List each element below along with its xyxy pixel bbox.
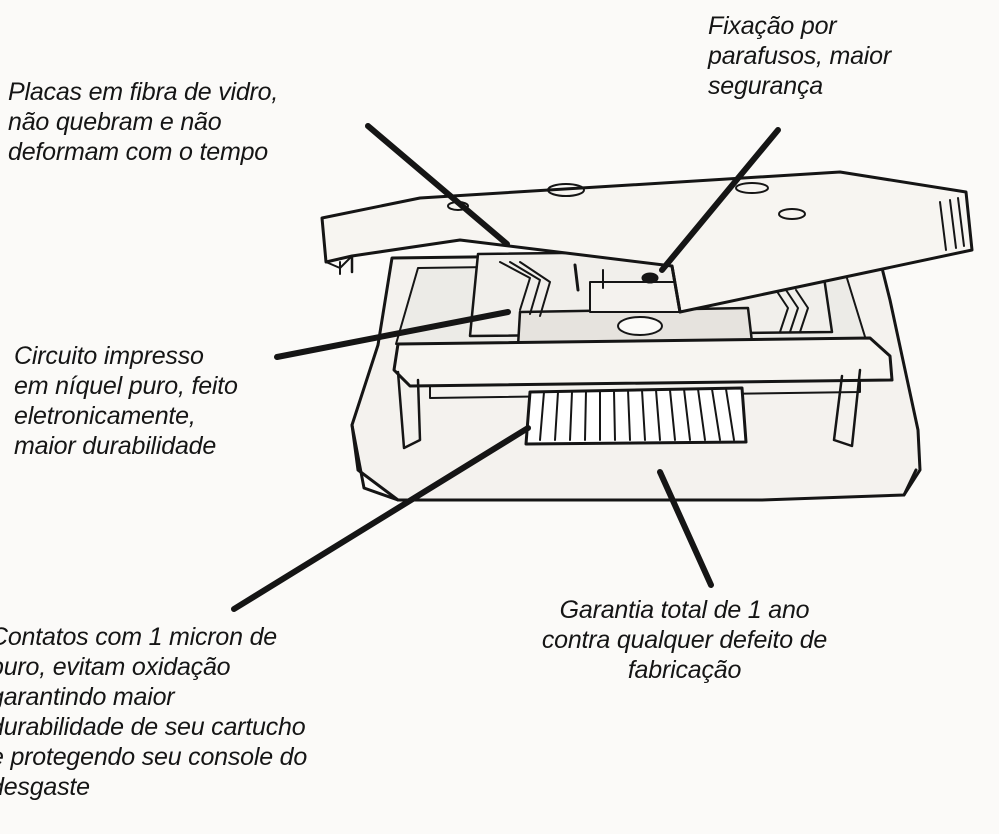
leader-placas [365,123,510,247]
callout-line: eletronicamente, [14,402,196,430]
callout-line: Garantia total de 1 ano [559,596,810,624]
callout-line: puro, evitam oxidação [0,653,231,681]
board-traces-left [499,261,551,317]
board-traces-right [775,289,809,333]
leader-circuito [274,309,511,360]
callout-line: parafusos, maior [708,42,891,70]
callout-line: não quebram e não [8,108,222,136]
cover-ridges [939,197,965,251]
callout-line: segurança [708,72,823,100]
callout-line: em níquel puro, feito [14,372,238,400]
callout-line: fabricação [627,656,742,684]
screw [641,272,659,284]
callout-line: Contatos com 1 micron de [0,623,277,651]
callout-line: Fixação por [708,12,837,40]
callout-line: desgaste [0,773,90,801]
callout-line: Circuito impresso [14,342,204,370]
leader-contatos [231,425,531,612]
callout-line: durabilidade de seu cartucho [0,713,306,741]
callout-line: Placas em fibra de vidro, [8,78,279,106]
callout-fixacao: Fixação por parafusos, maior segurança [708,11,891,101]
callout-placas: Placas em fibra de vidro, não quebram e … [8,77,278,167]
front-lip [392,336,894,388]
callout-line: garantindo maior [0,683,175,711]
callout-contatos: Contatos com 1 micron de puro, evitam ox… [0,622,307,802]
leader-fixacao [659,127,781,273]
callout-garantia: Garantia total de 1 ano contra qualquer … [497,595,872,685]
callout-circuito: Circuito impresso em níquel puro, feito … [14,341,238,461]
chip-hole [617,316,663,336]
callout-line: deformam com o tempo [8,138,268,166]
callout-line: maior durabilidade [14,432,217,460]
leader-garantia [657,469,714,588]
callout-line: contra qualquer defeito de [541,626,828,654]
callout-line: e protegendo seu console do [0,743,308,771]
lower-housing-side [350,423,918,502]
